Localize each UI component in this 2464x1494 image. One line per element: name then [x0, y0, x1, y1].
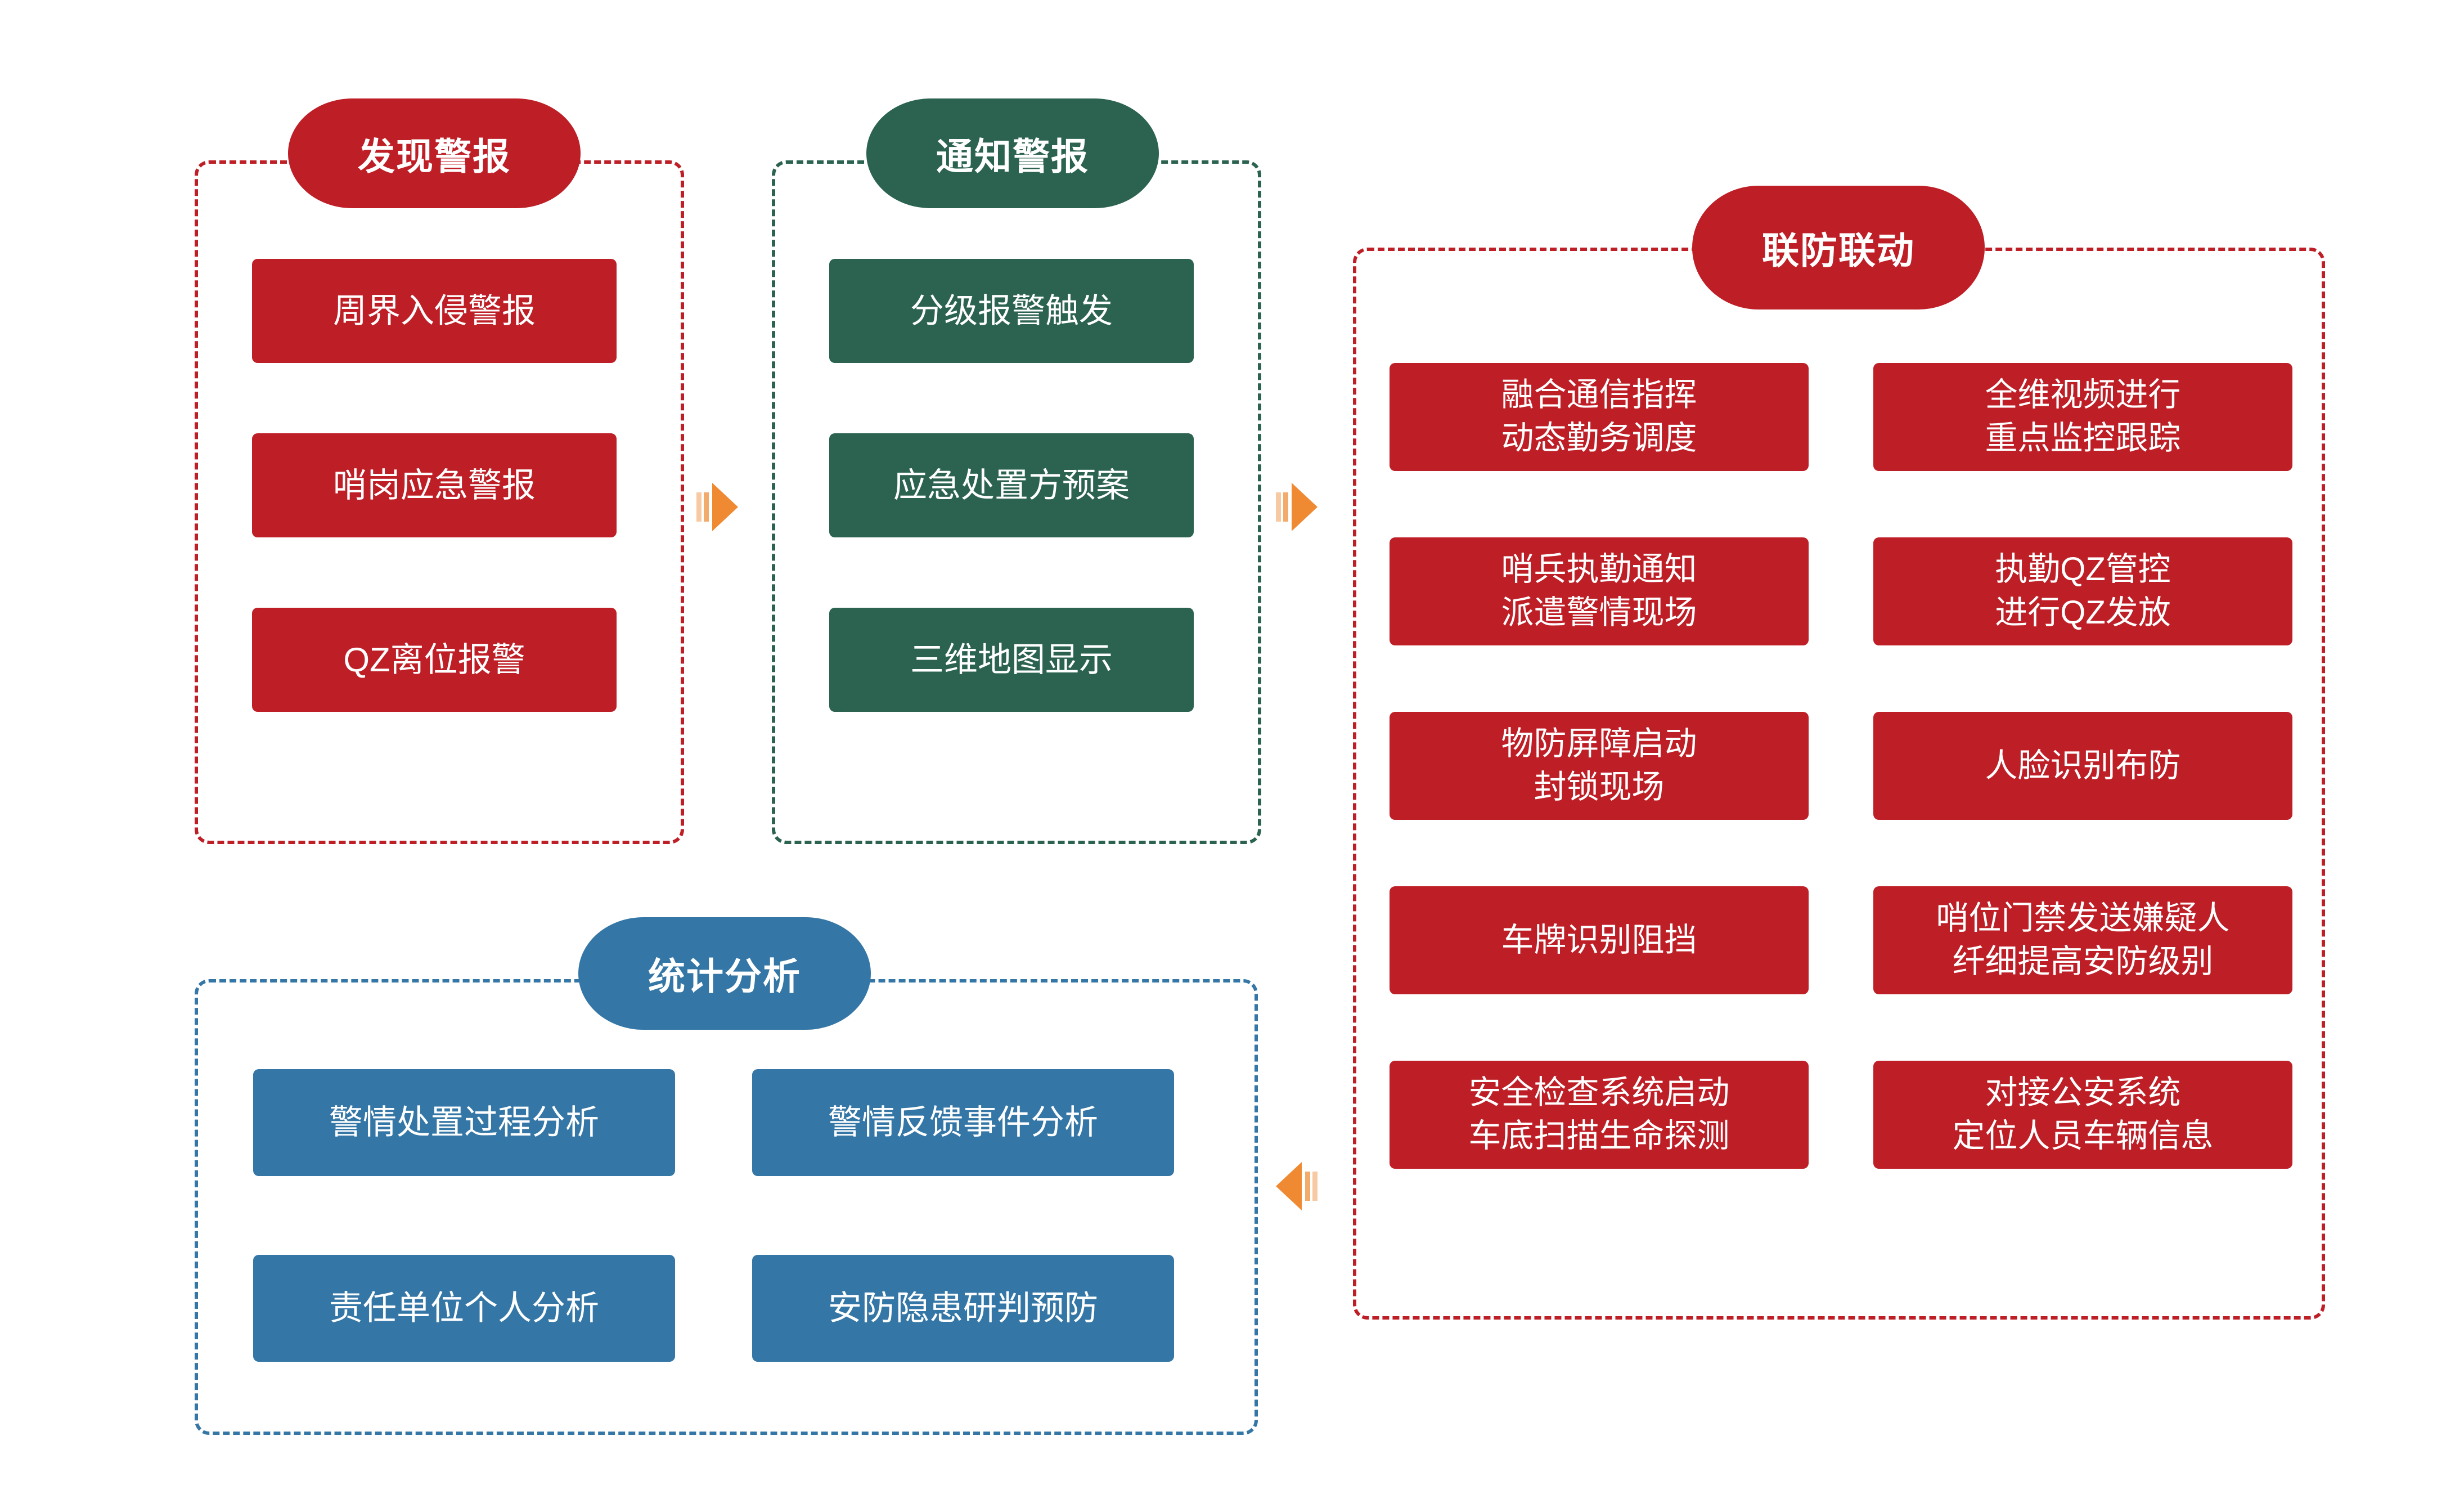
group-title-statistics: 统计分析	[578, 917, 871, 1030]
box-joint-defense-left-3[interactable]: 物防屏障启动 封锁现场	[1390, 712, 1809, 820]
box-statistics-4[interactable]: 安防隐患研判预防	[752, 1255, 1174, 1362]
box-notify-alarm-3[interactable]: 三维地图显示	[829, 608, 1194, 712]
box-joint-defense-left-1[interactable]: 融合通信指挥 动态勤务调度	[1390, 363, 1809, 471]
arrow-tail-bar-2	[1283, 492, 1288, 522]
arrow-tail-bar-1	[1276, 492, 1281, 522]
connector-joint-defense-to-statistics	[1276, 1162, 1318, 1210]
box-joint-defense-right-2[interactable]: 执勤QZ管控 进行QZ发放	[1873, 537, 2292, 645]
box-notify-alarm-1[interactable]: 分级报警触发	[829, 259, 1194, 363]
box-discover-alarm-1[interactable]: 周界入侵警报	[252, 259, 617, 363]
box-joint-defense-right-5[interactable]: 对接公安系统 定位人员车辆信息	[1873, 1061, 2292, 1169]
box-joint-defense-right-3[interactable]: 人脸识别布防	[1873, 712, 2292, 820]
arrow-tail-bar-2	[1305, 1172, 1310, 1201]
box-joint-defense-right-4[interactable]: 哨位门禁发送嫌疑人 纤细提高安防级别	[1873, 886, 2292, 994]
group-panel-statistics	[195, 979, 1258, 1435]
box-joint-defense-right-1[interactable]: 全维视频进行 重点监控跟踪	[1873, 363, 2292, 471]
box-joint-defense-left-4[interactable]: 车牌识别阻挡	[1390, 886, 1809, 994]
arrow-right-icon	[1292, 483, 1318, 531]
arrow-tail-bar-1	[1312, 1172, 1318, 1201]
arrow-tail-bar-2	[704, 492, 709, 522]
group-title-discover-alarm: 发现警报	[288, 98, 581, 208]
box-statistics-2[interactable]: 警情反馈事件分析	[752, 1069, 1174, 1176]
arrow-tail-bar-1	[696, 492, 702, 522]
box-statistics-3[interactable]: 责任单位个人分析	[253, 1255, 675, 1362]
box-joint-defense-left-2[interactable]: 哨兵执勤通知 派遣警情现场	[1390, 537, 1809, 645]
arrow-right-icon	[712, 483, 738, 531]
box-discover-alarm-3[interactable]: QZ离位报警	[252, 608, 617, 712]
box-discover-alarm-2[interactable]: 哨岗应急警报	[252, 433, 617, 537]
box-notify-alarm-2[interactable]: 应急处置方预案	[829, 433, 1194, 537]
box-statistics-1[interactable]: 警情处置过程分析	[253, 1069, 675, 1176]
group-title-joint-defense: 联防联动	[1692, 186, 1985, 309]
connector-notify-to-joint-defense	[1276, 483, 1318, 531]
connector-discover-to-notify	[696, 483, 738, 531]
arrow-left-icon	[1276, 1162, 1302, 1210]
group-title-notify-alarm: 通知警报	[866, 98, 1159, 208]
box-joint-defense-left-5[interactable]: 安全检查系统启动 车底扫描生命探测	[1390, 1061, 1809, 1169]
